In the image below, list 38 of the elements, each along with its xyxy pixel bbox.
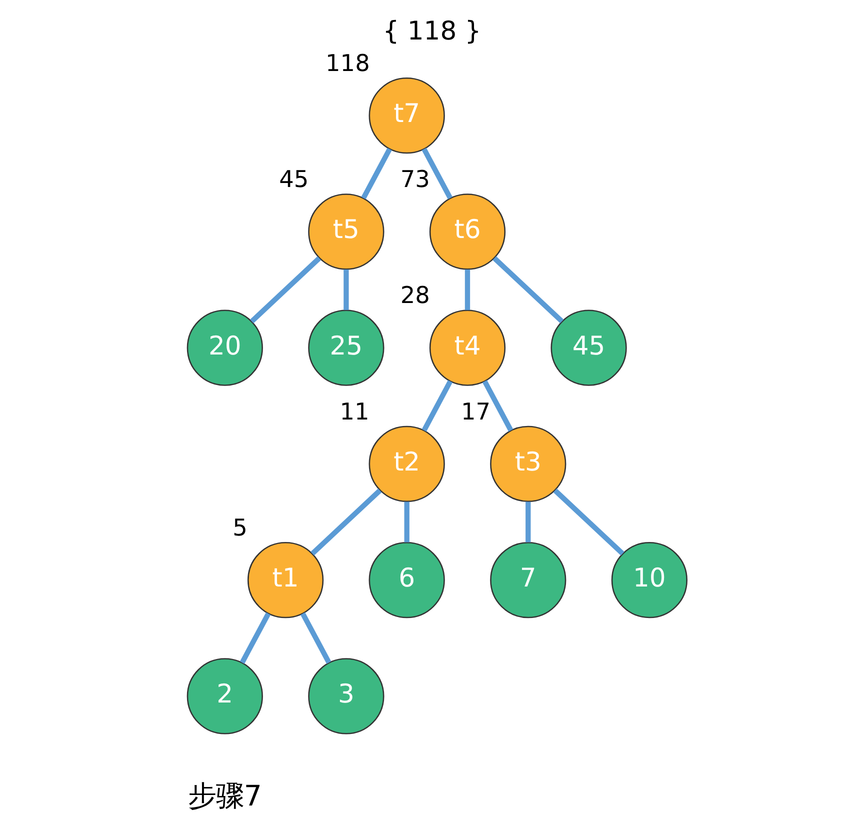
node-circle: 45	[550, 310, 627, 386]
node-circle: 10	[611, 542, 688, 618]
connector	[464, 270, 470, 310]
connector	[482, 380, 514, 432]
node-label: 5	[232, 514, 248, 542]
node-label: 11	[340, 398, 370, 426]
node-circle: 3	[308, 658, 384, 734]
connector	[404, 502, 410, 542]
node-label: 73	[400, 166, 430, 194]
node-circle: t3	[490, 426, 566, 502]
node-circle: t1	[247, 542, 324, 618]
node-label: 118	[326, 50, 370, 77]
connector	[422, 380, 453, 432]
node-label: 17	[461, 398, 491, 426]
node-circle: 2	[186, 658, 263, 734]
node-circle: t2	[368, 426, 445, 502]
node-circle: 20	[186, 310, 263, 386]
connector	[422, 148, 452, 200]
connector	[250, 256, 322, 324]
connector	[240, 612, 271, 664]
diagram-title: { 118 }	[382, 16, 482, 46]
node-circle: 6	[368, 542, 445, 618]
node-circle: t6	[429, 194, 506, 270]
connector	[526, 502, 531, 542]
node-circle: 25	[308, 310, 384, 386]
node-circle: t4	[429, 310, 506, 386]
connector	[553, 488, 624, 556]
caption: 步骤7	[188, 779, 262, 812]
connector	[361, 148, 392, 200]
node-label: 28	[400, 282, 430, 310]
node-label: 45	[279, 166, 309, 194]
connector	[300, 612, 332, 664]
node-circle: t5	[308, 194, 384, 270]
connector	[344, 270, 349, 310]
node-circle: t7	[368, 78, 445, 154]
node-circle: 7	[490, 542, 566, 618]
connector	[310, 488, 382, 556]
connector	[492, 256, 564, 324]
